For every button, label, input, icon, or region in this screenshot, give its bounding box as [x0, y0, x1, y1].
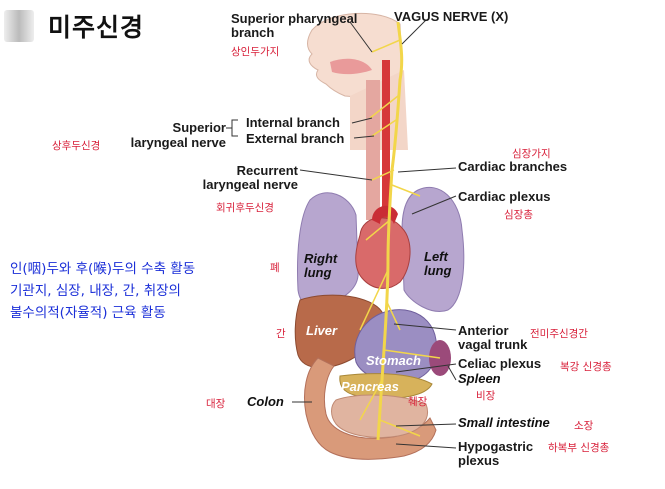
label-celiac-plexus: Celiac plexus — [458, 356, 542, 371]
label-pancreas-kr: 췌장 — [408, 396, 428, 408]
label-hypogastric-kr: 하복부 신경총 — [548, 442, 610, 454]
label-line: plexus — [458, 453, 500, 468]
label-liver: Liver — [306, 323, 338, 338]
label-line: Hypogastric — [458, 439, 534, 454]
heart — [355, 217, 411, 289]
colon-shape — [304, 357, 437, 460]
label-spleen-kr: 비장 — [476, 390, 496, 402]
label-external-branch: External branch — [246, 131, 345, 146]
label-cardiac-branches-kr: 심장가지 — [512, 148, 551, 160]
label-right-lung: Right lung — [304, 252, 337, 280]
label-colon: Colon — [247, 394, 284, 409]
label-small-intestine: Small intestine — [458, 415, 550, 430]
label-line: Left — [424, 249, 448, 264]
label-cardiac-plexus-kr: 심장총 — [504, 209, 533, 221]
head-profile — [307, 12, 403, 99]
vagus-branches — [359, 39, 441, 437]
label-colon-kr: 대장 — [206, 398, 226, 410]
description-line: 불수의적(자율적) 근육 활동 — [10, 305, 166, 321]
label-line: Recurrent — [236, 163, 298, 178]
aorta — [372, 205, 398, 224]
label-line: vagal trunk — [458, 337, 528, 352]
label-small-intestine-kr: 소장 — [574, 420, 594, 432]
vagus-nerve-path — [376, 21, 404, 441]
label-stomach: Stomach — [366, 353, 421, 368]
label-line: lung — [424, 263, 452, 278]
description-line: 인(咽)두와 후(喉)두의 수축 활동 — [10, 261, 196, 277]
label-vagus-nerve: VAGUS NERVE (X) — [394, 9, 509, 24]
label-anterior-vagal-trunk: Anterior vagal trunk — [458, 324, 527, 352]
label-celiac-kr: 복강 신경총 — [560, 361, 612, 373]
pancreas-shape — [339, 373, 433, 399]
label-superior-laryngeal-l2: laryngeal nerve — [130, 135, 226, 150]
description-line: 기관지, 심장, 내장, 간, 취장의 — [10, 283, 181, 299]
label-superior-laryngeal-kr: 상후두신경 — [52, 140, 101, 152]
oral-cavity — [330, 58, 372, 75]
label-cardiac-plexus: Cardiac plexus — [458, 189, 551, 204]
label-superior-pharyngeal-kr: 상인두가지 — [231, 46, 280, 58]
esophagus — [366, 80, 380, 220]
label-line: lung — [304, 265, 332, 280]
label-spleen: Spleen — [458, 371, 501, 386]
label-lung-kr: 폐 — [270, 262, 280, 274]
label-line: Superior pharyngeal — [231, 11, 358, 26]
carotid-artery — [382, 60, 390, 220]
title-decoration — [4, 10, 34, 42]
label-left-lung: Left lung — [424, 250, 451, 278]
label-recurrent-laryngeal: Recurrent laryngeal nerve — [194, 164, 298, 192]
label-recurrent-kr: 회귀후두신경 — [216, 202, 274, 214]
label-pancreas: Pancreas — [341, 379, 399, 394]
label-hypogastric-plexus: Hypogastric plexus — [458, 440, 533, 468]
label-line: branch — [231, 25, 275, 40]
description: 인(咽)두와 후(喉)두의 수축 활동 기관지, 심장, 내장, 간, 취장의 … — [10, 258, 195, 324]
label-superior-pharyngeal: Superior pharyngeal branch — [231, 12, 357, 40]
label-line: Right — [304, 251, 338, 266]
label-anterior-kr: 전미주신경간 — [530, 328, 588, 340]
label-line: laryngeal nerve — [202, 177, 298, 192]
page-title: 미주신경 — [48, 13, 145, 42]
label-internal-branch: Internal branch — [246, 115, 340, 130]
label-line: Anterior — [458, 323, 509, 338]
left-lung — [401, 186, 465, 312]
label-cardiac-branches: Cardiac branches — [458, 159, 568, 174]
label-superior-laryngeal-l1: Superior — [172, 120, 226, 135]
label-liver-kr: 간 — [276, 328, 286, 340]
leader-lines — [226, 19, 457, 449]
